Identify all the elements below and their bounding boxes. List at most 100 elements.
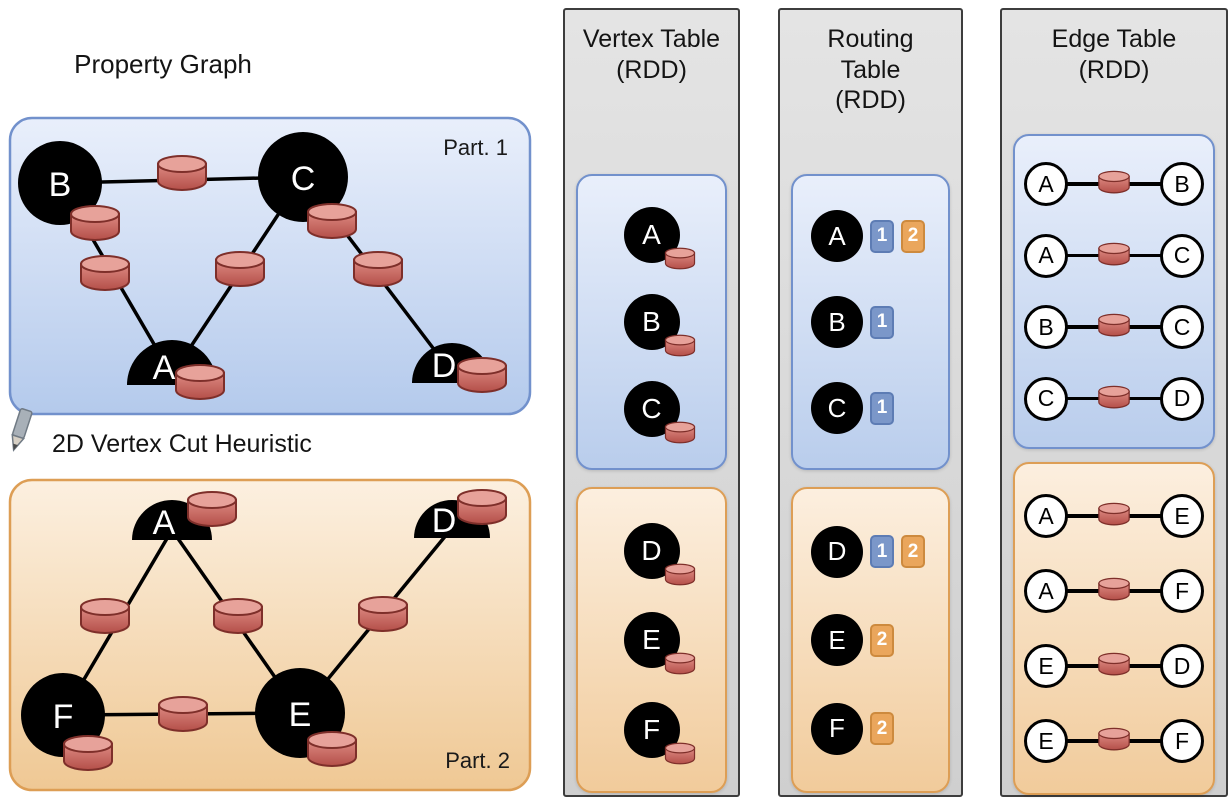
- edge-src-circle: A: [1024, 162, 1068, 207]
- edge-src-circle: E: [1024, 719, 1068, 763]
- partition-badge: 1: [870, 391, 894, 425]
- database-icon: [664, 742, 695, 764]
- database-icon: [1098, 171, 1130, 194]
- vertex-table-column: Vertex Table (RDD) A B C D E: [563, 8, 740, 797]
- vertex-circle: B: [811, 296, 863, 348]
- edge-table-partition-2: A E A F E D E F: [1013, 462, 1215, 795]
- vertex-table-title-line1: Vertex Table: [582, 25, 721, 53]
- database-icon: [664, 421, 695, 444]
- vertex-cut-label: 2D Vertex Cut Heuristic: [52, 430, 312, 458]
- edge-src-circle: B: [1024, 305, 1068, 350]
- partition-badge: 2: [901, 219, 925, 253]
- routing-row: B 1: [793, 296, 948, 348]
- vertex-circle: D: [811, 525, 863, 578]
- database-icon: [664, 652, 695, 675]
- database-icon: [1098, 727, 1130, 751]
- routing-row: C 1: [793, 382, 948, 434]
- vertex-cell: F: [623, 701, 695, 764]
- edge-row: A E: [1024, 493, 1204, 539]
- database-icon: [1098, 502, 1130, 526]
- database-icon: [80, 598, 130, 634]
- edge-src-circle: E: [1024, 644, 1068, 688]
- vertex-circle: E: [811, 614, 863, 666]
- edge-table-title-line1: Edge Table: [1051, 25, 1177, 53]
- routing-row: E 2: [793, 614, 948, 666]
- database-icon: [353, 251, 403, 287]
- edge-table-title-line2: (RDD): [1078, 55, 1150, 84]
- database-icon: [80, 255, 130, 291]
- database-icon: [1098, 652, 1130, 676]
- property-graph: Property Graph Part. 1 B C A: [8, 49, 532, 792]
- vertex-circle: C: [811, 382, 863, 434]
- vertex-circle: A: [623, 207, 680, 263]
- vertex-f-label: F: [53, 698, 74, 736]
- edge-dst-circle: F: [1160, 719, 1204, 763]
- database-icon: [664, 247, 695, 270]
- database-icon: [1098, 577, 1130, 601]
- database-icon: [307, 731, 357, 767]
- vertex-cell: A: [623, 207, 695, 270]
- database-icon: [187, 491, 237, 527]
- database-icon: [157, 155, 207, 191]
- routing-table-title: Routing Table (RDD): [780, 10, 961, 116]
- database-icon: [358, 596, 408, 632]
- partition-2-label: Part. 2: [445, 748, 510, 773]
- partition-2-labels: A D F E: [53, 502, 457, 736]
- vertex-d-label: D: [432, 347, 457, 385]
- database-icon: [664, 334, 695, 357]
- edge-table-partition-1: A B A C B C C D: [1013, 134, 1215, 449]
- edge-row: E F: [1024, 718, 1204, 764]
- vertex-e-label: E: [289, 696, 312, 734]
- edge-dst-circle: D: [1160, 644, 1204, 688]
- vertex-cell: C: [623, 381, 695, 444]
- database-icon: [158, 696, 208, 732]
- edge-dst-circle: B: [1160, 162, 1204, 207]
- database-icon: [1098, 242, 1130, 266]
- vertex-a2-label: A: [153, 504, 176, 542]
- vertex-cell: B: [623, 294, 695, 357]
- partition-2-box: [8, 478, 532, 792]
- vertex-b: [18, 141, 102, 225]
- partition-1-box: [8, 116, 532, 416]
- vertex-table-title: Vertex Table (RDD): [565, 10, 738, 85]
- edge-row: E D: [1024, 643, 1204, 689]
- routing-table-column: Routing Table (RDD) A 1 2 B 1 C 1 D 1 2: [778, 8, 963, 797]
- database-icon: [213, 598, 263, 634]
- database-icon: [664, 563, 695, 585]
- vertex-b-label: B: [49, 166, 72, 204]
- routing-row: A 1 2: [793, 210, 948, 262]
- edge-row: A F: [1024, 568, 1204, 614]
- pencil-icon: [11, 408, 33, 452]
- routing-table-title-line3: (RDD): [835, 86, 906, 114]
- edge-dst-circle: C: [1160, 305, 1204, 350]
- database-icon: [215, 251, 265, 287]
- database-icon: [63, 735, 113, 771]
- partition-1-labels: B C A D: [49, 160, 457, 387]
- edge-dst-circle: F: [1160, 569, 1204, 613]
- vertex-table-title-line2: (RDD): [616, 55, 687, 84]
- routing-row: F 2: [793, 702, 948, 755]
- edge-row: A C: [1024, 233, 1204, 279]
- partition-badge: 1: [870, 219, 894, 253]
- edge-src-circle: C: [1024, 376, 1068, 421]
- vertex-cell: D: [623, 522, 695, 585]
- edge-row: B C: [1024, 304, 1204, 350]
- edge-table-column: Edge Table (RDD) A B A C B C: [1000, 8, 1228, 797]
- vertex-circle: E: [623, 612, 680, 668]
- vertex-table-partition-1: A B C: [576, 174, 727, 470]
- edge-row: A B: [1024, 161, 1204, 207]
- database-icon: [457, 357, 507, 393]
- database-icon: [70, 205, 120, 241]
- vertex-c: [258, 132, 348, 222]
- edge-dst-circle: C: [1160, 233, 1204, 278]
- vertex-table-partition-2: D E F: [576, 487, 727, 793]
- partition-badge: 2: [870, 623, 894, 657]
- routing-table-partition-2: D 1 2 E 2 F 2: [791, 487, 950, 793]
- vertex-circle: F: [811, 702, 863, 755]
- partition-badge: 1: [870, 305, 894, 339]
- routing-table-partition-1: A 1 2 B 1 C 1: [791, 174, 950, 470]
- property-graph-title: Property Graph: [74, 49, 252, 79]
- edge-dst-circle: D: [1160, 376, 1204, 421]
- database-icon: [1098, 385, 1130, 409]
